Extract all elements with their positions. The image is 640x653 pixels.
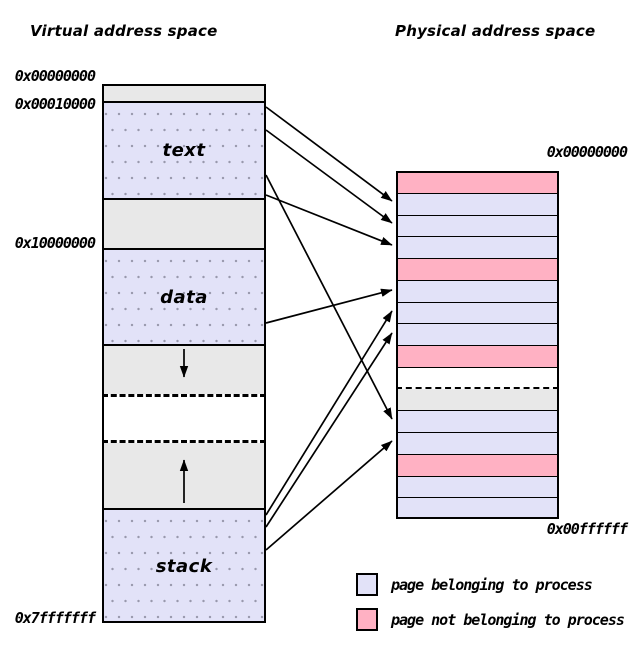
segment-label-text: text (162, 140, 206, 161)
segment-label-data: data (160, 286, 208, 308)
segment-label-stack: stack (155, 556, 213, 577)
physical-frame-11-gray (396, 389, 559, 410)
map-text-to-frame-4 (265, 194, 393, 246)
physical-frame-9-nonpage (396, 345, 559, 367)
virtual-segment-gray-2 (102, 198, 266, 248)
legend-swatch-nonpage (356, 607, 378, 631)
legend-item-nonpage: page not belonging to process (356, 607, 625, 631)
physical-frame-1-nonpage (396, 171, 559, 193)
physical-end-address-label: 0x00ffffff (546, 520, 628, 538)
virtual-segment-data: data (102, 248, 266, 344)
physical-address-space-title: Physical address space (395, 22, 596, 40)
virtual-address-space-title: Virtual address space (30, 22, 218, 40)
virtual-segment-gray-4 (102, 344, 266, 394)
physical-frame-16-page (396, 497, 559, 519)
physical-frame-4-page (396, 236, 559, 258)
physical-frame-8-page (396, 323, 559, 345)
legend-item-page: page belonging to process (356, 572, 593, 596)
virtual-address-label: 0x00000000 (14, 67, 96, 85)
legend-label: page belonging to process (391, 575, 593, 594)
physical-address-space-column (396, 171, 559, 519)
map-stack-to-frame-7 (265, 310, 393, 516)
map-stack-to-frame-8 (265, 332, 393, 528)
virtual-segment-stack: stack (102, 508, 266, 623)
physical-frame-2-page (396, 193, 559, 215)
physical-frame-3-page (396, 215, 559, 236)
physical-frame-14-nonpage (396, 454, 559, 476)
physical-frame-13-page (396, 432, 559, 454)
virtual-address-label: 0x00010000 (14, 95, 96, 113)
physical-frame-5-nonpage (396, 258, 559, 280)
virtual-segment-gap-5 (102, 394, 266, 443)
legend-label: page not belonging to process (391, 610, 625, 629)
map-data-to-frame-6 (265, 288, 393, 324)
virtual-segment-text: text (102, 101, 266, 198)
virtual-address-label: 0x10000000 (14, 234, 96, 252)
virtual-segment-gray-0 (102, 84, 266, 101)
virtual-address-space-column: text data stack (102, 84, 266, 623)
physical-frame-6-page (396, 280, 559, 302)
virtual-segment-gray-6 (102, 443, 266, 508)
physical-frame-12-page (396, 410, 559, 432)
legend-swatch-page (356, 572, 378, 596)
map-stack-to-frame-13 (265, 440, 393, 551)
map-text-to-frame-2 (265, 106, 393, 202)
physical-frame-7-page (396, 302, 559, 323)
map-text-to-frame-12 (265, 174, 393, 420)
virtual-address-label: 0x7fffffff (14, 609, 96, 627)
physical-start-address-label: 0x00000000 (546, 143, 628, 161)
map-text-to-frame-3 (265, 129, 393, 224)
physical-frame-15-page (396, 476, 559, 497)
physical-frame-10-free (396, 367, 559, 389)
